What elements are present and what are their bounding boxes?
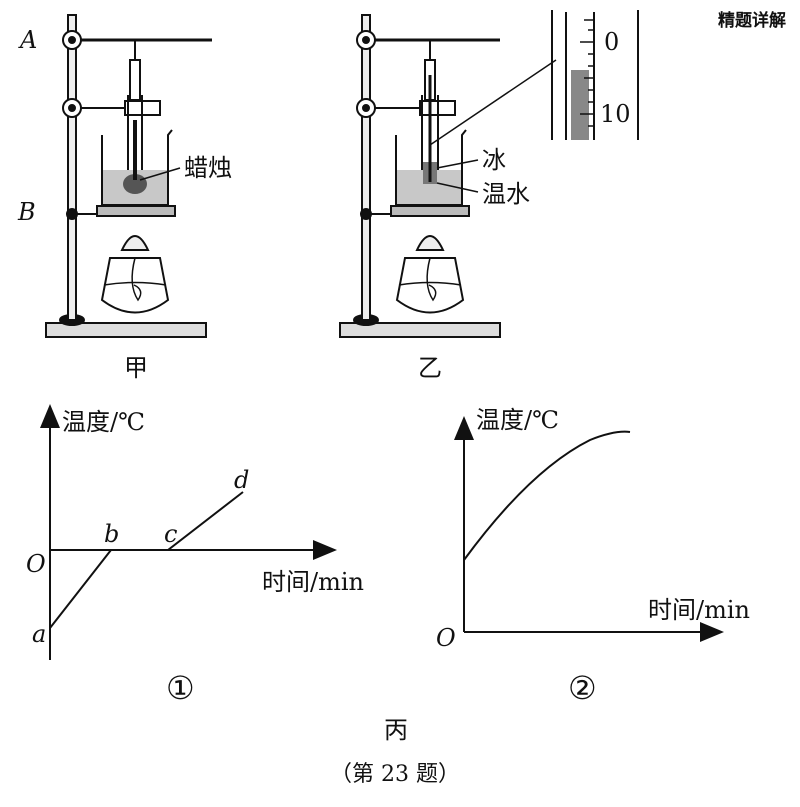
graph1-point-a: a <box>32 620 47 648</box>
thermometer-zoom <box>551 10 639 140</box>
graph2-xlabel: 时间/min <box>648 596 750 624</box>
graph1-xlabel: 时间/min <box>262 568 364 596</box>
graph2-curve <box>463 430 631 561</box>
graph1-curve <box>49 491 244 629</box>
graph1-caption: ① <box>166 669 195 707</box>
caption-jia: 甲 <box>124 354 148 382</box>
thermometer-tick-10: 10 <box>600 100 631 128</box>
caption-yi: 乙 <box>418 354 442 382</box>
watermark: 精题详解 <box>718 11 786 31</box>
question-label: （第 23 题） <box>330 762 460 787</box>
graph2-origin: O <box>436 624 456 652</box>
thermometer-tick-0: 0 <box>604 28 620 56</box>
graph1-point-d: d <box>234 466 250 494</box>
graph-2 <box>454 416 724 642</box>
graph1-point-c: c <box>164 520 178 548</box>
label-b-ring: B <box>18 198 36 226</box>
graph2-caption: ② <box>568 669 597 707</box>
graph1-origin: O <box>26 550 46 578</box>
graph1-point-b: b <box>104 520 120 548</box>
caption-bing: 丙 <box>384 716 408 744</box>
label-candle: 蜡烛 <box>184 154 232 182</box>
graph-1 <box>40 404 337 660</box>
graph2-ylabel: 温度/℃ <box>476 406 559 434</box>
label-warm-water: 温水 <box>482 180 530 208</box>
apparatus-left <box>45 14 212 338</box>
label-ice: 冰 <box>482 146 506 174</box>
apparatus-right <box>339 14 557 338</box>
graph1-ylabel: 温度/℃ <box>62 408 145 436</box>
label-a-clamp: A <box>20 26 38 54</box>
